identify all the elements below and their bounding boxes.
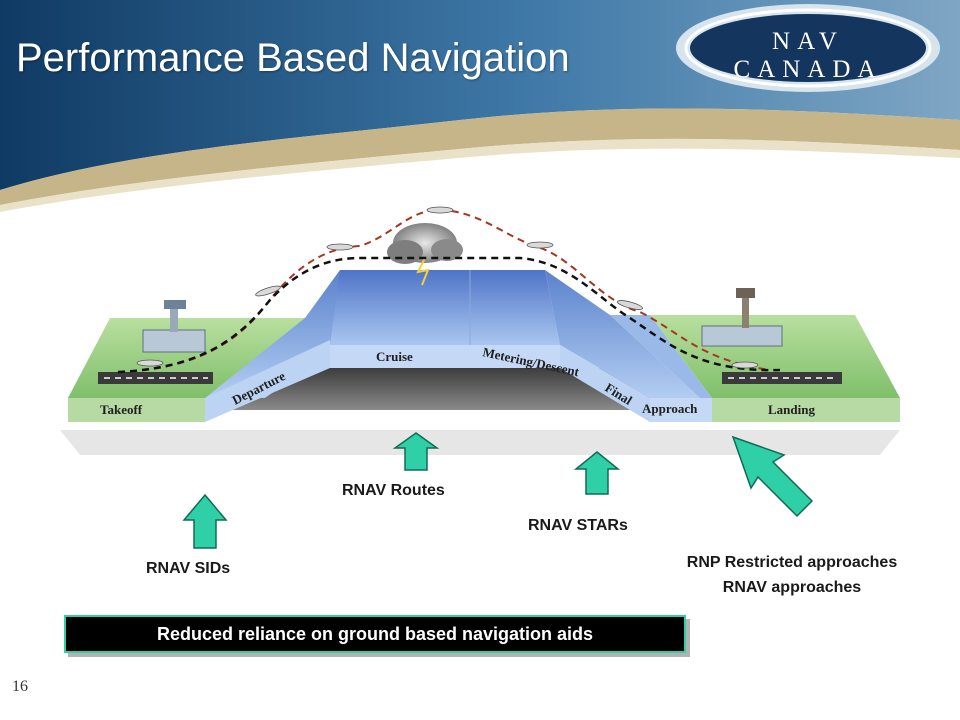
descent-slope	[545, 270, 712, 422]
up-arrow-icon	[182, 493, 228, 549]
summary-banner: Reduced reliance on ground based navigat…	[64, 615, 686, 653]
aircraft-icons	[136, 206, 759, 369]
rnp-approaches-line: RNP Restricted approaches	[686, 554, 898, 571]
rnav-routes-label: RNAV Routes	[342, 482, 445, 499]
ground-shadow	[60, 430, 900, 455]
page-number: 16	[12, 678, 28, 695]
rnav-approaches-line: RNAV approaches	[722, 579, 862, 596]
rnav-stars-label: RNAV STARs	[528, 517, 628, 534]
up-arrow-icon	[392, 432, 440, 471]
diagonal-arrow-icon	[731, 435, 814, 518]
cruise-block	[330, 270, 560, 368]
phase-label-approach: Approach	[642, 401, 698, 416]
departure-airport-icon	[142, 300, 206, 353]
arrival-airport-icon	[701, 288, 783, 347]
header-banner	[0, 0, 960, 212]
nav-canada-logo	[676, 4, 940, 92]
rnav-sids-label: RNAV SIDs	[146, 560, 231, 577]
logo-wordmark: NAV CANADA	[733, 28, 883, 83]
phase-label-takeoff: Takeoff	[100, 402, 143, 417]
up-arrow-icon	[573, 451, 621, 495]
approaches-label: RNP Restricted approaches RNAV approache…	[646, 550, 938, 600]
pit-floor	[200, 368, 700, 410]
departure-slope	[205, 270, 340, 422]
phase-label-cruise: Cruise	[376, 349, 413, 364]
slide-header: Performance Based Navigation NAV CANADA	[0, 0, 960, 200]
phase-label-landing: Landing	[768, 402, 815, 417]
slide-title: Performance Based Navigation	[16, 36, 570, 80]
